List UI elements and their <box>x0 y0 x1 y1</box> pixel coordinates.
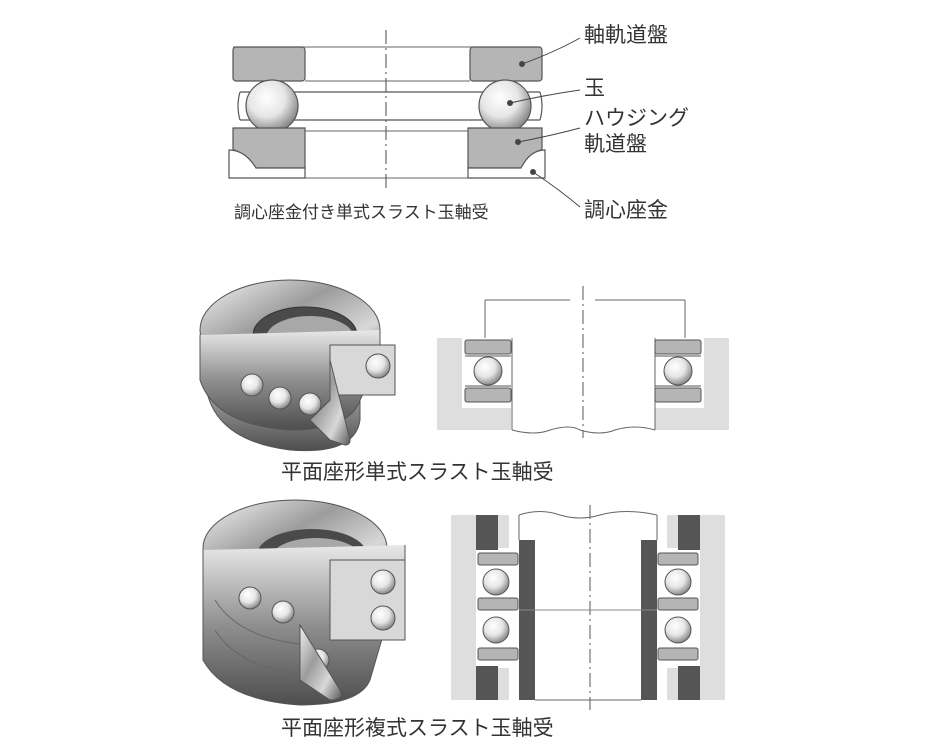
caption-single-direction: 平面座形単式スラスト玉軸受 <box>281 460 554 484</box>
label-seat-washer: 調心座金 <box>584 198 668 222</box>
double-3d-ball <box>271 600 295 624</box>
top-seat-washer <box>228 149 546 179</box>
label-housing-washer-line1: ハウジング <box>584 106 689 130</box>
caption-aligning-seat-bearing: 調心座金付き単式スラスト玉軸受 <box>234 203 489 223</box>
double-section-ball <box>664 568 692 596</box>
double-section-ball <box>664 616 692 644</box>
top-leader-lines <box>507 37 581 208</box>
double-3d-ball <box>238 586 262 610</box>
single-3d-ball <box>268 386 292 410</box>
label-housing-washer-line2: 軌道盤 <box>584 132 647 156</box>
single-3d-ball <box>298 392 322 416</box>
label-shaft-washer: 軸軌道盤 <box>584 23 668 47</box>
single-section-ball-right <box>663 356 693 386</box>
double-section-ball <box>482 568 510 596</box>
single-section-ball-left <box>473 356 503 386</box>
double-section-ball <box>482 616 510 644</box>
caption-double-direction: 平面座形複式スラスト玉軸受 <box>281 716 554 740</box>
label-ball: 玉 <box>584 76 605 100</box>
single-3d-ball <box>240 373 264 397</box>
top-shaft-washer <box>232 46 543 82</box>
